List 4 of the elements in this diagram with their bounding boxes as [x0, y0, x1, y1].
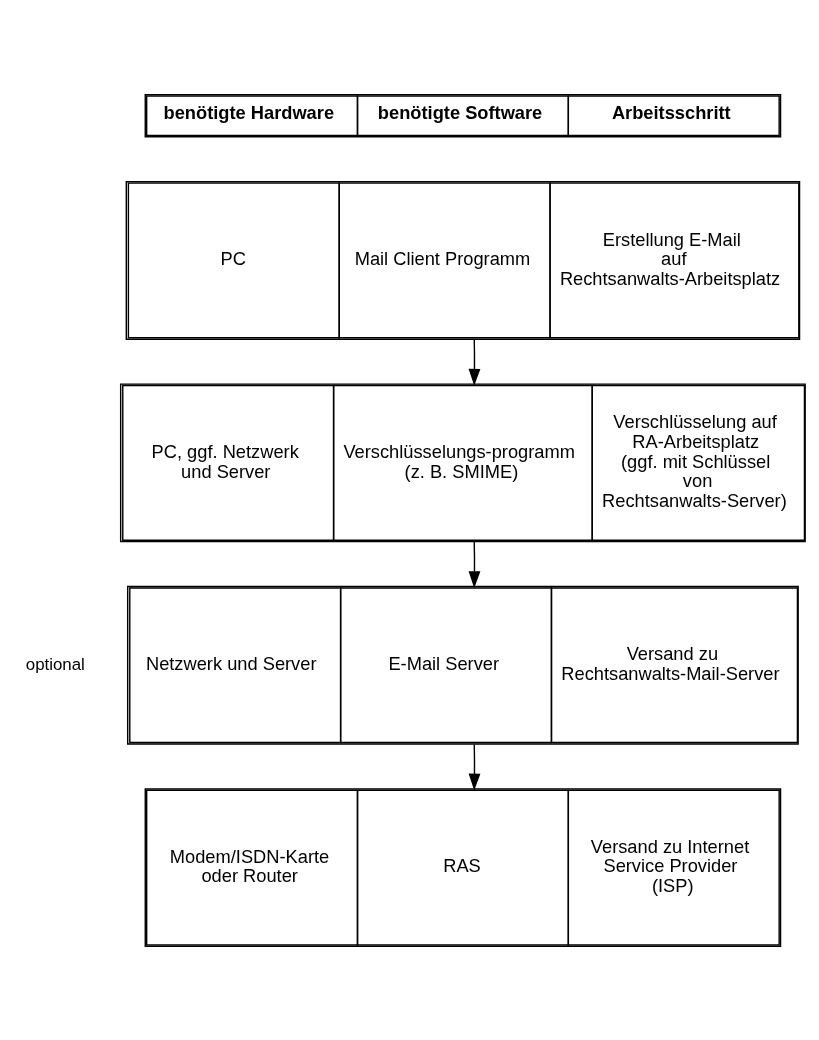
arrow [468, 540, 481, 588]
arrow [468, 338, 481, 386]
arrow [468, 743, 481, 791]
node-label: optional [25, 654, 85, 674]
